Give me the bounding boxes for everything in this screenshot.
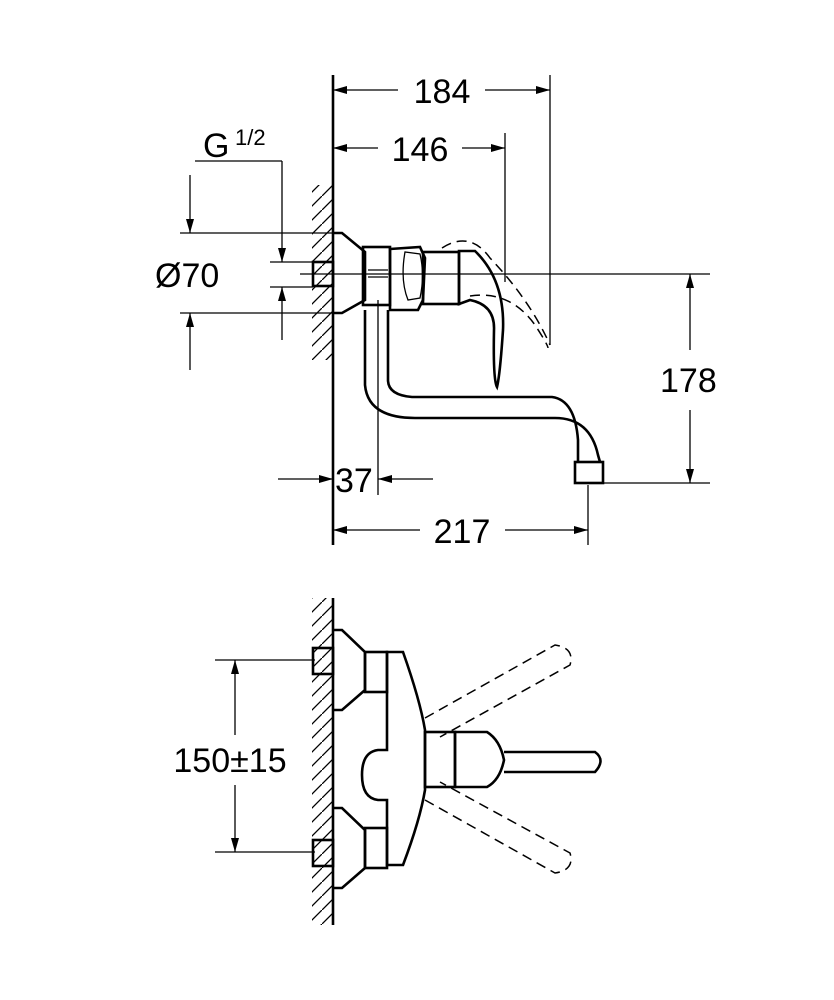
upper-escutcheon (333, 628, 367, 712)
lever-upper-position (424, 644, 572, 738)
thread-label: G (203, 127, 229, 165)
side-view: 184 146 G 1/2 Ø70 178 37 217 (155, 73, 717, 551)
mixer-body (360, 650, 427, 867)
nut (361, 245, 392, 307)
lower-escutcheon (333, 806, 367, 890)
dim-184: 184 (414, 73, 471, 111)
wall-hatch (312, 598, 333, 925)
cartridge (421, 250, 461, 306)
dim-217: 217 (434, 513, 491, 551)
thread-fraction: 1/2 (235, 125, 266, 150)
escutcheon (333, 231, 367, 315)
lever (457, 249, 505, 391)
wall-hatch (312, 185, 333, 360)
lever (504, 750, 602, 774)
mixer-body (388, 245, 427, 312)
connector (311, 260, 335, 288)
spout (363, 310, 602, 463)
lever-open-position (441, 240, 551, 346)
cartridge (453, 730, 506, 789)
lever-lower-position (424, 781, 572, 874)
dim-diameter-70: Ø70 (155, 257, 219, 295)
dim-146: 146 (392, 131, 449, 169)
dim-178: 178 (660, 362, 717, 400)
dim-150-15: 150±15 (173, 742, 286, 780)
aerator (573, 460, 605, 485)
front-view: 150±15 (173, 598, 602, 925)
dim-37: 37 (335, 462, 373, 500)
